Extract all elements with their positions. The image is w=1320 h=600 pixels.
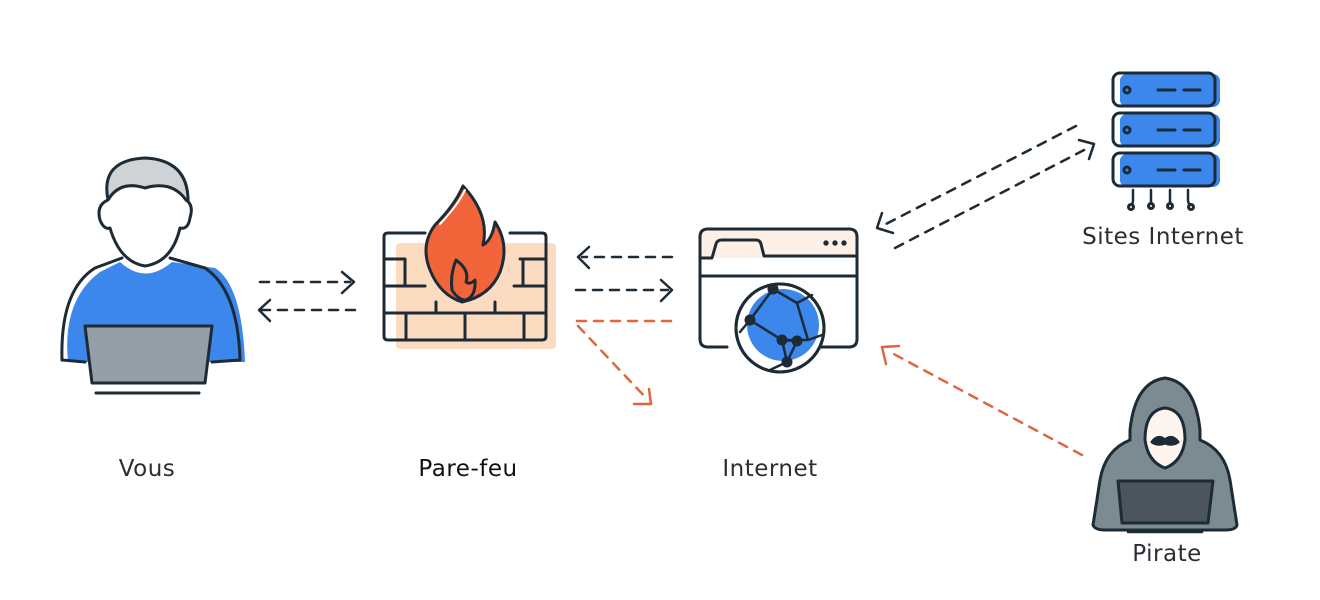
- label-user: Vous: [118, 456, 176, 482]
- arrowhead-right: [659, 278, 674, 303]
- server-icon: [1111, 71, 1220, 211]
- arrowhead-deflected: [632, 387, 653, 406]
- label-hacker: Pirate: [1132, 541, 1202, 567]
- browser-globe-icon: [698, 227, 859, 374]
- arrowhead-right: [1077, 138, 1096, 161]
- label-firewall: Pare-feu: [418, 456, 518, 482]
- arrowhead-right: [340, 270, 356, 295]
- arrowhead-left: [257, 298, 272, 323]
- label-websites: Sites Internet: [1082, 224, 1244, 250]
- firewall-icon: [382, 184, 556, 349]
- attack-arrow: [888, 350, 1084, 457]
- label-internet: Internet: [722, 456, 818, 482]
- arrowhead-attack: [880, 344, 901, 366]
- arrow-sites-to-internet: [882, 124, 1078, 227]
- arrow-internet-to-sites: [893, 146, 1090, 250]
- arrowhead-left: [875, 211, 895, 235]
- hacker-icon: [1091, 376, 1239, 534]
- arrowhead-left: [576, 245, 591, 270]
- blocked-traffic-deflected-arrow: [576, 324, 650, 402]
- user-icon: [60, 156, 245, 395]
